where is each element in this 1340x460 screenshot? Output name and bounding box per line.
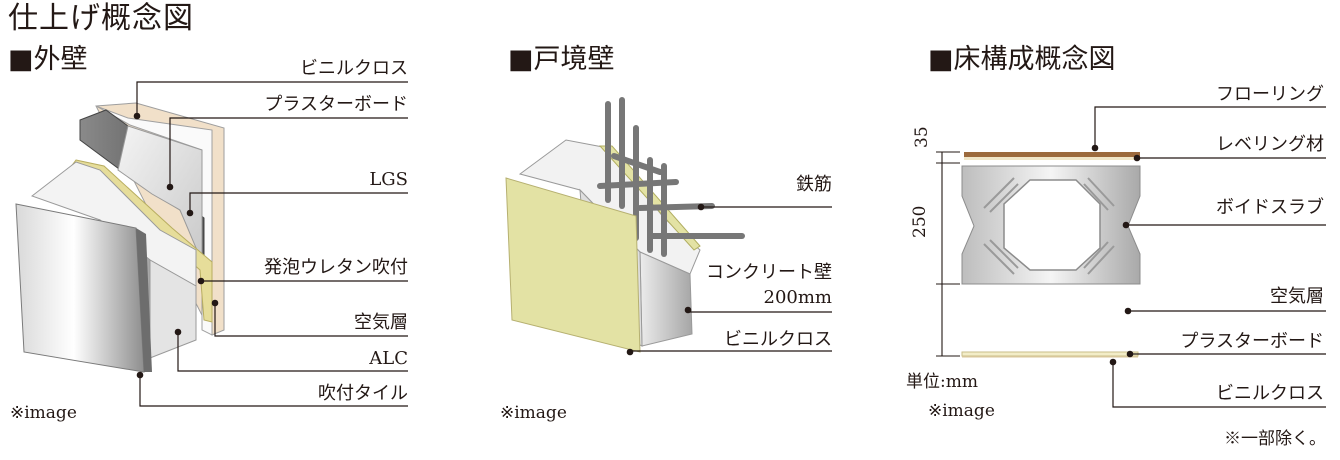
exterior-leader-dots xyxy=(133,112,219,379)
floor-dimension-lines xyxy=(936,151,960,357)
note-image-exterior: ※image xyxy=(10,403,77,423)
label-plaster-board-ext: プラスターボード xyxy=(264,94,408,115)
label-concrete-wall: コンクリート壁 xyxy=(706,262,832,283)
party-vinyl-cloth-board xyxy=(505,177,641,353)
layer-vinyl-cloth-ceiling xyxy=(962,356,1138,358)
layer-plaster-board-ceiling xyxy=(961,351,1139,357)
panel-edge xyxy=(136,228,152,372)
label-leveling-material: レベリング材 xyxy=(1216,134,1324,155)
floor-leader-lines xyxy=(1094,106,1326,408)
layer-plaster-board xyxy=(95,105,213,336)
note-image-floor: ※image xyxy=(928,401,995,421)
label-air-layer-floor: 空気層 xyxy=(1270,286,1324,307)
note-image-party: ※image xyxy=(500,403,567,423)
unit-label: 単位:mm xyxy=(906,372,978,392)
floor-leader-dots xyxy=(1091,144,1141,366)
label-vinyl-cloth-ext: ビニルクロス xyxy=(300,58,408,79)
label-alc: ALC xyxy=(369,348,408,369)
layer-spray-tile-panel xyxy=(15,203,145,373)
exterior-leader-lines xyxy=(136,81,408,407)
void-slab-edges xyxy=(983,177,1115,275)
party-wall-model xyxy=(505,97,745,353)
layer-flooring xyxy=(964,152,1140,157)
label-vinyl-cloth-party: ビニルクロス xyxy=(724,329,832,350)
page-title: 仕上げ概念図 xyxy=(8,1,194,36)
label-spray-tile: 吹付タイル xyxy=(318,383,408,404)
label-lgs: LGS xyxy=(369,169,408,190)
layer-insulation-core xyxy=(117,125,203,263)
layer-leveling xyxy=(964,157,1140,160)
label-plaster-board-floor: プラスターボード xyxy=(1180,331,1324,352)
heading-party-wall: ■戸境壁 xyxy=(508,44,615,75)
exterior-wall-model xyxy=(15,102,225,373)
heading-floor-composition: ■床構成概念図 xyxy=(928,44,1116,75)
label-rebar: 鉄筋 xyxy=(796,174,832,195)
label-thickness-200mm: 200mm xyxy=(763,287,833,308)
label-urethane-spray: 発泡ウレタン吹付 xyxy=(264,257,408,278)
label-air-layer-ext: 空気層 xyxy=(354,312,408,333)
footnote-partial-exclusion: ※一部除く。 xyxy=(1224,429,1326,449)
heading-exterior-wall: ■外壁 xyxy=(8,44,88,75)
label-flooring: フローリング xyxy=(1216,84,1324,105)
label-void-slab: ボイドスラブ xyxy=(1216,197,1324,218)
alc-block-side xyxy=(149,259,197,359)
void-hole xyxy=(1003,179,1101,271)
floor-model xyxy=(961,152,1141,358)
label-vinyl-cloth-floor: ビニルクロス xyxy=(1216,383,1324,404)
party-leader-dots xyxy=(626,203,705,356)
